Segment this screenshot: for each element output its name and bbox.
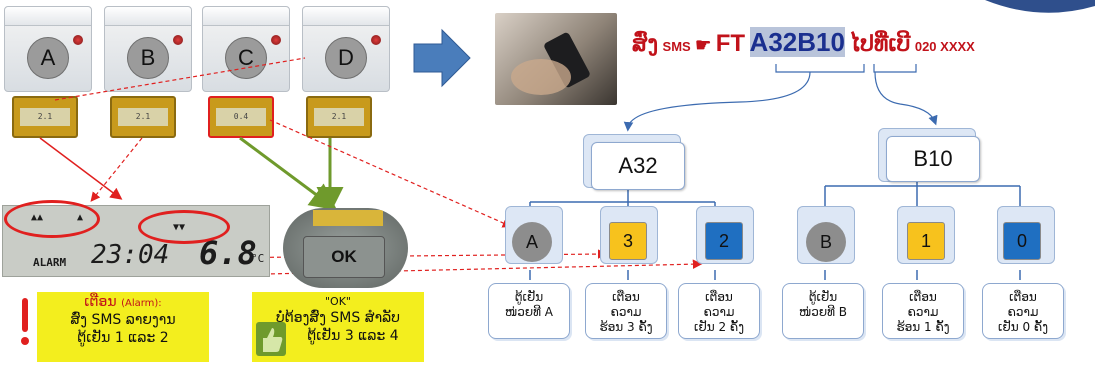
thermometer-display: 2.1: [110, 96, 176, 138]
sms-command: ສົ່ງ SMS ☛ FT A32B10 ໄປທີ່ເບີ 020 XXXX: [632, 27, 975, 58]
freezer-label: A: [27, 37, 69, 79]
leaf-cold-alarm-a: ເຕືອນ ຄວາມ ເຢັນ 2 ຄັ້ງ: [678, 283, 760, 339]
leaf-cold-alarm-b: ເຕືອນ ຄວາມ ເຢັນ 0 ຄັ້ງ: [982, 283, 1064, 339]
alarm-highlight-oval: [4, 200, 100, 238]
freezer-b: B: [104, 6, 192, 92]
indicator-icon: [371, 35, 381, 45]
freezer-c: C: [202, 6, 290, 92]
alarm-note: ເຕືອນ (Alarm): ສົ່ງ SMS ລາຍງານ ຕູ້ເຢັນ 1…: [37, 292, 209, 362]
thumbs-up-icon: [256, 322, 286, 356]
pointer-icon: ☛: [695, 35, 712, 55]
indicator-icon: [73, 35, 83, 45]
freezer-a-node: A: [512, 222, 552, 262]
corner-decoration: [985, 0, 1095, 13]
root-node-a32: A32: [591, 142, 685, 190]
right-arrow-icon: [413, 28, 471, 88]
exclamation-icon: [20, 298, 30, 346]
sms-code-b: B10: [797, 27, 845, 57]
phone-photo: [495, 13, 617, 105]
heat-alarm-count-node: 1: [907, 222, 945, 260]
leaf-freezer-a: ຕູ້ເຢັນ ໜ່ວຍທີ A: [488, 283, 570, 339]
alarm-note-line3: ຕູ້ເຢັນ 1 ແລະ 2: [77, 330, 169, 346]
ok-label: OK: [303, 236, 385, 278]
ok-note: "OK" ບໍ່ຕ້ອງສົ່ງ SMS ສໍາລັບ ຕູ້ເຢັນ 3 ແລ…: [252, 292, 424, 362]
time-readout: 23:04: [91, 240, 170, 270]
alarm-label: ALARM: [33, 256, 67, 269]
alarm-note-title: ເຕືອນ: [84, 294, 117, 310]
heat-alarm-count-node: 3: [609, 222, 647, 260]
sms-ft: FT: [715, 30, 746, 57]
thermometer-display: 2.1: [306, 96, 372, 138]
root-node-b10: B10: [886, 136, 980, 182]
ok-button-photo: OK: [283, 208, 408, 288]
sms-suffix: ໄປທີ່ເບີ: [849, 31, 911, 56]
cold-alarm-count-node: 0: [1003, 222, 1041, 260]
sms-code-a: A32: [749, 27, 798, 57]
freezer-label: B: [127, 37, 169, 79]
freezer-a: A: [4, 6, 92, 92]
freezer-label: C: [225, 37, 267, 79]
alarm-note-line2: ສົ່ງ SMS ລາຍງານ: [70, 312, 176, 328]
ok-note-line3: ຕູ້ເຢັນ 3 ແລະ 4: [307, 328, 399, 344]
alarm-highlight-oval: [138, 210, 230, 244]
freezer-d: D: [302, 6, 390, 92]
indicator-icon: [173, 35, 183, 45]
sms-prefix: ສົ່ງ: [632, 31, 659, 56]
leaf-freezer-b: ຕູ້ເຢັນ ໜ່ວຍທີ B: [782, 283, 864, 339]
ok-note-title: "OK": [325, 295, 351, 308]
sms-number: 020 XXXX: [914, 39, 975, 54]
ok-note-line2: ບໍ່ຕ້ອງສົ່ງ SMS ສໍາລັບ: [276, 310, 400, 326]
leaf-heat-alarm-a: ເຕືອນ ຄວາມ ຮ້ອນ 3 ຄັ້ງ: [585, 283, 667, 339]
indicator-icon: [271, 35, 281, 45]
cold-alarm-count-node: 2: [705, 222, 743, 260]
sms-word: SMS: [662, 39, 691, 54]
freezer-b-node: B: [806, 222, 846, 262]
alarm-note-title-en: (Alarm):: [121, 298, 162, 309]
freezer-label: D: [325, 37, 367, 79]
temperature-unit: °C: [251, 252, 265, 265]
thermometer-display: 2.1: [12, 96, 78, 138]
leaf-heat-alarm-b: ເຕືອນ ຄວາມ ຮ້ອນ 1 ຄັ້ງ: [882, 283, 964, 339]
thermometer-display: 0.4: [208, 96, 274, 138]
